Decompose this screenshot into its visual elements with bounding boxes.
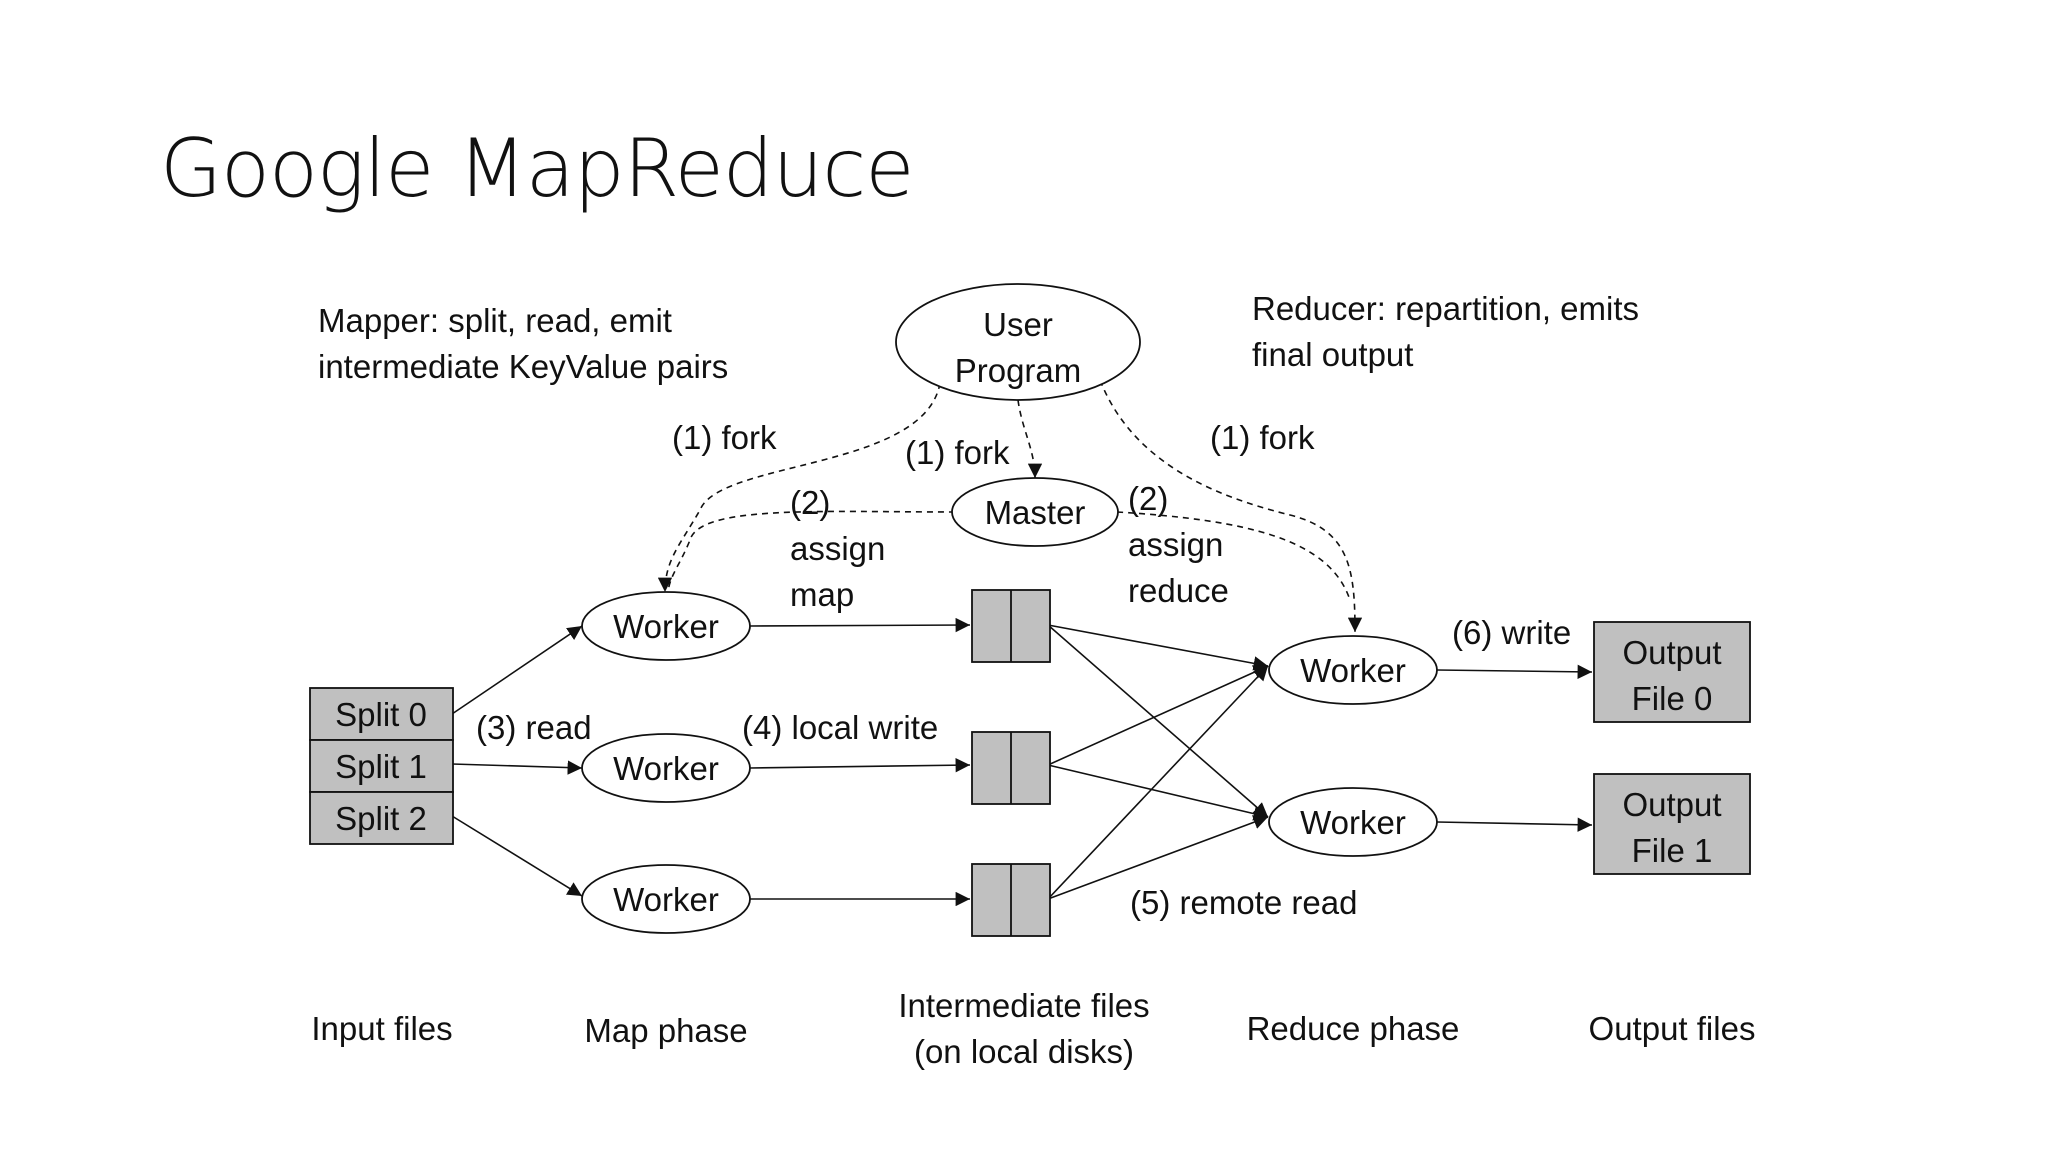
user-program-label-line2: Program [955, 352, 1082, 389]
remote-read-label: (5) remote read [1130, 884, 1358, 921]
control-edges [657, 379, 1363, 633]
split-box-2 [309, 791, 454, 845]
phase-label-input: Input files [311, 1010, 453, 1047]
split-label-1: Split 1 [335, 748, 427, 785]
data-edges [451, 617, 1593, 907]
phase-label-output: Output files [1588, 1010, 1756, 1047]
remote-read-edge-0-0 [1047, 624, 1269, 671]
phase-label-intermediate: Intermediate files (on local disks) [864, 983, 1184, 1075]
read-edge-1 [451, 760, 583, 775]
assign-map-label: (2) assign map [790, 480, 885, 618]
mapper-note-line2: intermediate KeyValue pairs [318, 348, 729, 385]
split-box-1 [309, 739, 454, 793]
local-write-edge-1 [749, 757, 971, 773]
assign-reduce-edge [1116, 511, 1351, 601]
split-label-2: Split 2 [335, 800, 427, 837]
read-edge-0 [451, 625, 583, 715]
fork-edge-to-master [1017, 399, 1043, 479]
remote-read-edge-1-0 [1047, 665, 1269, 766]
map-worker-2: Worker [581, 864, 751, 934]
assign-reduce-line3: reduce [1128, 572, 1229, 609]
map-worker-label: Worker [613, 881, 719, 918]
split-box-0 [309, 687, 454, 741]
fork-label-left: (1) fork [672, 419, 777, 456]
reduce-worker-label: Worker [1300, 652, 1406, 689]
assign-map-line2: assign [790, 530, 886, 567]
remote-read-edge-2-1 [1047, 815, 1269, 900]
reduce-worker-0: Worker [1268, 635, 1438, 705]
write-label: (6) write [1452, 614, 1572, 651]
output-file-label-line2: File 0 [1632, 680, 1713, 717]
phase-label-map: Map phase [584, 1012, 748, 1049]
map-worker-1: Worker [581, 733, 751, 803]
input-splits: Split 0 Split 1 Split 2 [309, 687, 454, 845]
user-program-node: User Program [895, 283, 1141, 401]
write-edge-1 [1436, 817, 1593, 832]
intermediate-file-1 [971, 731, 1051, 805]
fork-edge-to-reduce-worker [1099, 379, 1363, 633]
output-file-1: Output File 1 [1593, 773, 1751, 875]
output-file-label-line1: Output [1622, 634, 1721, 671]
local-write-edge-0 [749, 617, 971, 633]
output-file-label-line2: File 1 [1632, 832, 1713, 869]
user-program-label-line1: User [983, 306, 1053, 343]
reducer-note: Reducer: repartition, emits final output [1252, 286, 1639, 378]
map-worker-label: Worker [613, 750, 719, 787]
split-label-0: Split 0 [335, 696, 427, 733]
phase-label-intermediate-line1: Intermediate files [898, 987, 1150, 1024]
map-worker-label: Worker [613, 608, 719, 645]
intermediate-file-0 [971, 589, 1051, 663]
read-edge-2 [451, 815, 583, 897]
map-worker-0: Worker [581, 591, 751, 661]
assign-map-line1: (2) [790, 484, 831, 521]
write-edge-0 [1436, 664, 1593, 680]
slide-title: Google MapReduce [160, 122, 914, 215]
read-label: (3) read [476, 709, 592, 746]
remote-read-edge-1-1 [1047, 764, 1269, 821]
fork-label-middle: (1) fork [905, 434, 1010, 471]
fork-edge-to-map-worker [657, 382, 941, 593]
local-write-label: (4) local write [742, 709, 939, 746]
mapper-note-line1: Mapper: split, read, emit [318, 302, 672, 339]
assign-reduce-line2: assign [1128, 526, 1224, 563]
reducer-note-line1: Reducer: repartition, emits [1252, 290, 1639, 327]
phase-label-intermediate-line2: (on local disks) [913, 1033, 1135, 1070]
assign-reduce-label: (2) assign reduce [1128, 476, 1229, 614]
intermediate-file-2 [971, 863, 1051, 937]
output-file-0: Output File 0 [1593, 621, 1751, 723]
reducer-note-line2: final output [1252, 336, 1414, 373]
output-file-label-line1: Output [1622, 786, 1721, 823]
master-label: Master [985, 494, 1086, 531]
reduce-worker-label: Worker [1300, 804, 1406, 841]
reduce-worker-1: Worker [1268, 787, 1438, 857]
remote-read-edge-2-0 [1047, 665, 1269, 900]
assign-map-line3: map [790, 576, 855, 613]
assign-reduce-line1: (2) [1128, 480, 1169, 517]
master-node: Master [951, 477, 1119, 547]
remote-read-edge-0-1 [1047, 624, 1269, 818]
phase-label-reduce: Reduce phase [1246, 1010, 1460, 1047]
assign-map-edge [667, 510, 956, 593]
fork-label-right: (1) fork [1210, 419, 1315, 456]
mapper-note: Mapper: split, read, emit intermediate K… [318, 298, 728, 390]
